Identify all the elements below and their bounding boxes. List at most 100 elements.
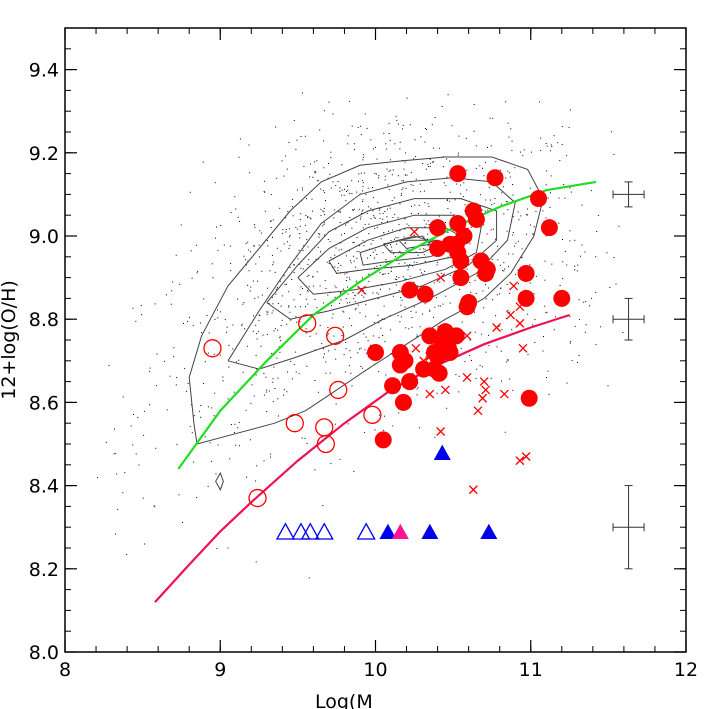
- background-dot: [561, 126, 563, 128]
- background-dot: [393, 253, 395, 255]
- background-dot: [545, 235, 547, 237]
- background-dot: [338, 263, 340, 264]
- background-dot: [252, 330, 254, 332]
- background-dot: [319, 285, 321, 287]
- background-dot: [362, 156, 364, 158]
- background-dot: [412, 372, 414, 374]
- background-dot: [314, 298, 316, 300]
- background-dot: [347, 286, 349, 288]
- background-dot: [323, 110, 325, 112]
- background-dot: [359, 125, 361, 127]
- background-dot: [475, 293, 477, 294]
- background-dot: [359, 348, 360, 350]
- cross-stroke: [468, 485, 478, 495]
- background-dot: [500, 287, 502, 289]
- background-dot: [506, 283, 508, 285]
- background-dot: [272, 219, 274, 221]
- background-dot: [339, 211, 341, 213]
- filled-circle-point: [458, 298, 476, 316]
- background-dot: [526, 233, 527, 235]
- background-dot: [326, 261, 328, 263]
- background-dot: [269, 453, 271, 455]
- background-dot: [429, 309, 431, 311]
- background-dot: [135, 320, 137, 322]
- background-dot: [314, 172, 316, 174]
- background-dot: [182, 522, 183, 523]
- background-dot: [259, 230, 261, 232]
- background-dot: [418, 213, 419, 214]
- background-dot: [323, 211, 325, 213]
- background-dot: [323, 223, 325, 225]
- background-dot: [545, 143, 547, 144]
- background-dot: [412, 184, 414, 186]
- background-dot: [350, 372, 352, 374]
- background-dot: [248, 270, 250, 272]
- background-dot: [402, 124, 404, 126]
- background-dot: [500, 350, 502, 352]
- background-dot: [427, 164, 429, 166]
- background-dot: [154, 303, 156, 305]
- background-dot: [544, 260, 546, 262]
- background-dot: [306, 442, 308, 444]
- background-dot: [548, 393, 550, 395]
- background-dot: [229, 458, 231, 460]
- background-dot: [377, 293, 379, 295]
- background-dot: [216, 226, 217, 228]
- background-dot: [497, 259, 499, 261]
- background-dot: [424, 270, 426, 272]
- background-dot: [322, 348, 324, 350]
- background-dot: [389, 169, 391, 171]
- background-dot: [291, 279, 293, 280]
- background-dot: [503, 186, 505, 188]
- background-dot: [522, 155, 524, 157]
- cross-point: [515, 302, 525, 312]
- background-dot: [438, 215, 440, 217]
- background-dot: [319, 129, 321, 131]
- background-dot: [531, 151, 532, 153]
- background-dot: [144, 543, 146, 545]
- background-dot: [529, 264, 531, 266]
- background-dot: [453, 283, 455, 284]
- open-circle-point: [316, 434, 335, 454]
- background-dot: [289, 228, 290, 230]
- background-dot: [137, 417, 139, 419]
- background-dot: [308, 286, 310, 288]
- background-dot: [403, 236, 405, 238]
- background-dot: [300, 136, 302, 137]
- background-dot: [323, 140, 324, 142]
- background-dot: [400, 316, 402, 318]
- background-dot: [418, 204, 420, 206]
- filled-triangle-point: [480, 523, 498, 540]
- background-dot: [200, 416, 202, 418]
- cross-point: [479, 377, 489, 387]
- background-dot: [449, 302, 451, 304]
- cross-point: [409, 227, 419, 237]
- background-dot: [476, 275, 478, 277]
- background-dot: [276, 247, 278, 249]
- background-dot: [413, 306, 415, 308]
- background-dot: [117, 508, 119, 510]
- background-dot: [372, 335, 374, 337]
- background-dot: [392, 425, 394, 427]
- filled-triangle-point: [391, 523, 409, 540]
- cross-point: [518, 343, 528, 353]
- cross-point: [468, 485, 478, 495]
- background-dot: [314, 161, 316, 163]
- background-dot: [330, 257, 332, 258]
- background-dot: [496, 245, 498, 247]
- background-dot: [370, 255, 371, 256]
- background-dot: [307, 290, 309, 292]
- cross-stroke: [518, 343, 528, 353]
- background-dot: [558, 197, 560, 199]
- background-dot: [305, 328, 307, 330]
- background-dot: [340, 234, 342, 236]
- x-tick-label: 12: [674, 659, 698, 681]
- background-dot: [410, 310, 412, 312]
- background-dot: [359, 312, 361, 314]
- background-dot: [595, 256, 597, 258]
- background-dot: [517, 240, 519, 242]
- background-dot: [362, 209, 364, 211]
- background-dot: [398, 277, 400, 278]
- background-dot: [362, 367, 364, 369]
- background-dot: [339, 458, 341, 460]
